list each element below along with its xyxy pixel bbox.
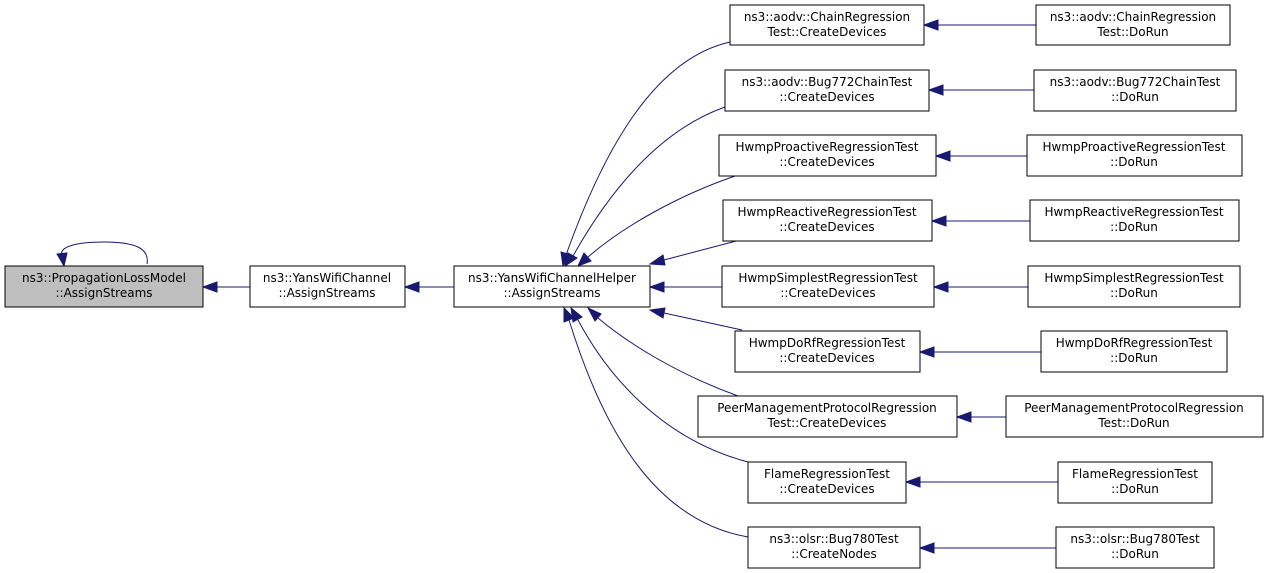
node-aodv-bug772-dorun[interactable]: ns3::aodv::Bug772ChainTest ::DoRun: [1033, 69, 1237, 112]
edge-olsr-create-to-helper: [563, 306, 749, 538]
edge-hwmp-simplest-dorun-to-create: [932, 281, 1028, 293]
node-label-line1: HwmpSimplestRegressionTest: [738, 271, 918, 285]
edge-peer-mgmt-dorun-to-create: [955, 411, 1006, 423]
edge-hwmp-dorf-create-to-helper: [648, 307, 743, 331]
node-label-line2: ::CreateDevices: [779, 155, 874, 169]
node-label-line2: ::CreateDevices: [779, 351, 874, 365]
node-label-line1: HwmpSimplestRegressionTest: [1044, 271, 1224, 285]
edge-yans-channel-to-propagation: [201, 281, 250, 293]
node-label-line1: HwmpReactiveRegressionTest: [1044, 205, 1223, 219]
node-olsr-bug780-create[interactable]: ns3::olsr::Bug780Test ::CreateNodes: [747, 526, 921, 569]
node-label-line2: Test::DoRun: [1096, 25, 1168, 39]
node-label-line1: PeerManagementProtocolRegression: [717, 401, 937, 415]
node-label-line2: ::CreateDevices: [779, 90, 874, 104]
edge-self-propagation-loss-model: [56, 241, 148, 268]
node-aodv-bug772-create[interactable]: ns3::aodv::Bug772ChainTest ::CreateDevic…: [724, 69, 930, 112]
edge-flame-create-to-helper: [570, 306, 749, 463]
node-peer-mgmt-dorun[interactable]: PeerManagementProtocolRegression Test::D…: [1005, 395, 1264, 438]
node-label-line1: HwmpProactiveRegressionTest: [1043, 140, 1226, 154]
node-label-line2: ::DoRun: [1110, 155, 1158, 169]
node-flame-dorun[interactable]: FlameRegressionTest ::DoRun: [1057, 461, 1213, 504]
node-propagation-loss-model[interactable]: ns3::PropagationLossModel ::AssignStream…: [4, 265, 204, 308]
edge-hwmp-dorf-dorun-to-create: [918, 346, 1041, 358]
node-hwmp-dorf-dorun[interactable]: HwmpDoRfRegressionTest ::DoRun: [1040, 330, 1228, 373]
node-label-line1: FlameRegressionTest: [764, 467, 890, 481]
edge-hwmp-proactive-create-to-helper: [577, 175, 736, 267]
edge-helper-to-yans-channel: [403, 281, 454, 293]
node-label-line2: ::DoRun: [1110, 286, 1158, 300]
node-label-line1: ns3::aodv::ChainRegression: [744, 10, 910, 24]
node-label-line1: HwmpDoRfRegressionTest: [749, 336, 906, 350]
node-label-line1: HwmpDoRfRegressionTest: [1056, 336, 1213, 350]
node-aodv-chain-dorun[interactable]: ns3::aodv::ChainRegression Test::DoRun: [1035, 4, 1231, 46]
edge-peer-mgmt-create-to-helper: [586, 306, 739, 397]
node-label-line2: Test::CreateDevices: [767, 416, 887, 430]
node-label-line1: ns3::olsr::Bug780Test: [1070, 532, 1200, 546]
node-label-line2: ::AssignStreams: [503, 286, 600, 300]
edge-aodv-bug772-dorun-to-create: [927, 84, 1034, 96]
node-label-line2: ::AssignStreams: [278, 286, 375, 300]
node-hwmp-reactive-dorun[interactable]: HwmpReactiveRegressionTest ::DoRun: [1029, 199, 1240, 242]
node-label-line2: ::CreateDevices: [780, 286, 875, 300]
node-label-line2: ::DoRun: [1110, 351, 1158, 365]
node-hwmp-reactive-create[interactable]: HwmpReactiveRegressionTest ::CreateDevic…: [722, 199, 933, 242]
node-label-line2: ::DoRun: [1111, 547, 1159, 561]
node-hwmp-proactive-create[interactable]: HwmpProactiveRegressionTest ::CreateDevi…: [718, 134, 937, 177]
node-label-line1: ns3::aodv::Bug772ChainTest: [742, 75, 913, 89]
node-label-line1: PeerManagementProtocolRegression: [1024, 401, 1244, 415]
node-label-line1: ns3::YansWifiChannel: [263, 271, 391, 285]
edge-aodv-chain-create-to-helper: [560, 41, 731, 268]
node-label-line2: ::DoRun: [1110, 220, 1158, 234]
node-label-line2: ::CreateDevices: [779, 482, 874, 496]
node-label-line2: Test::CreateDevices: [767, 25, 887, 39]
node-label-line1: ns3::aodv::ChainRegression: [1050, 10, 1216, 24]
node-label-line1: ns3::aodv::Bug772ChainTest: [1050, 75, 1221, 89]
node-label-line2: ::DoRun: [1111, 482, 1159, 496]
node-label-line1: HwmpReactiveRegressionTest: [737, 205, 916, 219]
edge-olsr-dorun-to-create: [918, 542, 1056, 554]
node-label-line1: HwmpProactiveRegressionTest: [736, 140, 919, 154]
node-label-line1: ns3::olsr::Bug780Test: [769, 532, 899, 546]
node-label-line1: ns3::PropagationLossModel: [22, 271, 186, 285]
node-label-line1: ns3::YansWifiChannelHelper: [468, 271, 636, 285]
node-yans-wifi-channel-helper[interactable]: ns3::YansWifiChannelHelper ::AssignStrea…: [453, 265, 651, 308]
node-hwmp-proactive-dorun[interactable]: HwmpProactiveRegressionTest ::DoRun: [1026, 134, 1243, 177]
node-peer-mgmt-create[interactable]: PeerManagementProtocolRegression Test::C…: [697, 395, 958, 438]
node-flame-create[interactable]: FlameRegressionTest ::CreateDevices: [747, 461, 907, 504]
edge-hwmp-simplest-create-to-helper: [648, 281, 722, 293]
node-hwmp-dorf-create[interactable]: HwmpDoRfRegressionTest ::CreateDevices: [734, 330, 921, 373]
nodes: ns3::PropagationLossModel ::AssignStream…: [4, 4, 1264, 569]
node-label-line2: ::AssignStreams: [55, 286, 152, 300]
node-label-line2: ::CreateDevices: [779, 220, 874, 234]
edge-hwmp-reactive-dorun-to-create: [930, 215, 1030, 227]
edge-flame-dorun-to-create: [904, 476, 1058, 488]
edge-hwmp-reactive-create-to-helper: [648, 239, 741, 266]
node-hwmp-simplest-dorun[interactable]: HwmpSimplestRegressionTest ::DoRun: [1027, 265, 1241, 308]
node-label-line2: Test::DoRun: [1097, 416, 1169, 430]
node-hwmp-simplest-create[interactable]: HwmpSimplestRegressionTest ::CreateDevic…: [721, 265, 935, 308]
node-yans-wifi-channel[interactable]: ns3::YansWifiChannel ::AssignStreams: [249, 265, 406, 308]
node-olsr-bug780-dorun[interactable]: ns3::olsr::Bug780Test ::DoRun: [1055, 526, 1215, 569]
node-label-line2: ::CreateNodes: [791, 547, 877, 561]
node-label-line2: ::DoRun: [1111, 90, 1159, 104]
node-aodv-chain-create[interactable]: ns3::aodv::ChainRegression Test::CreateD…: [729, 4, 925, 46]
edge-aodv-chain-dorun-to-create: [922, 19, 1036, 31]
edge-hwmp-proactive-dorun-to-create: [934, 150, 1027, 162]
edge-aodv-bug772-create-to-helper: [564, 106, 726, 268]
edges: [56, 19, 1058, 554]
node-label-line1: FlameRegressionTest: [1072, 467, 1198, 481]
